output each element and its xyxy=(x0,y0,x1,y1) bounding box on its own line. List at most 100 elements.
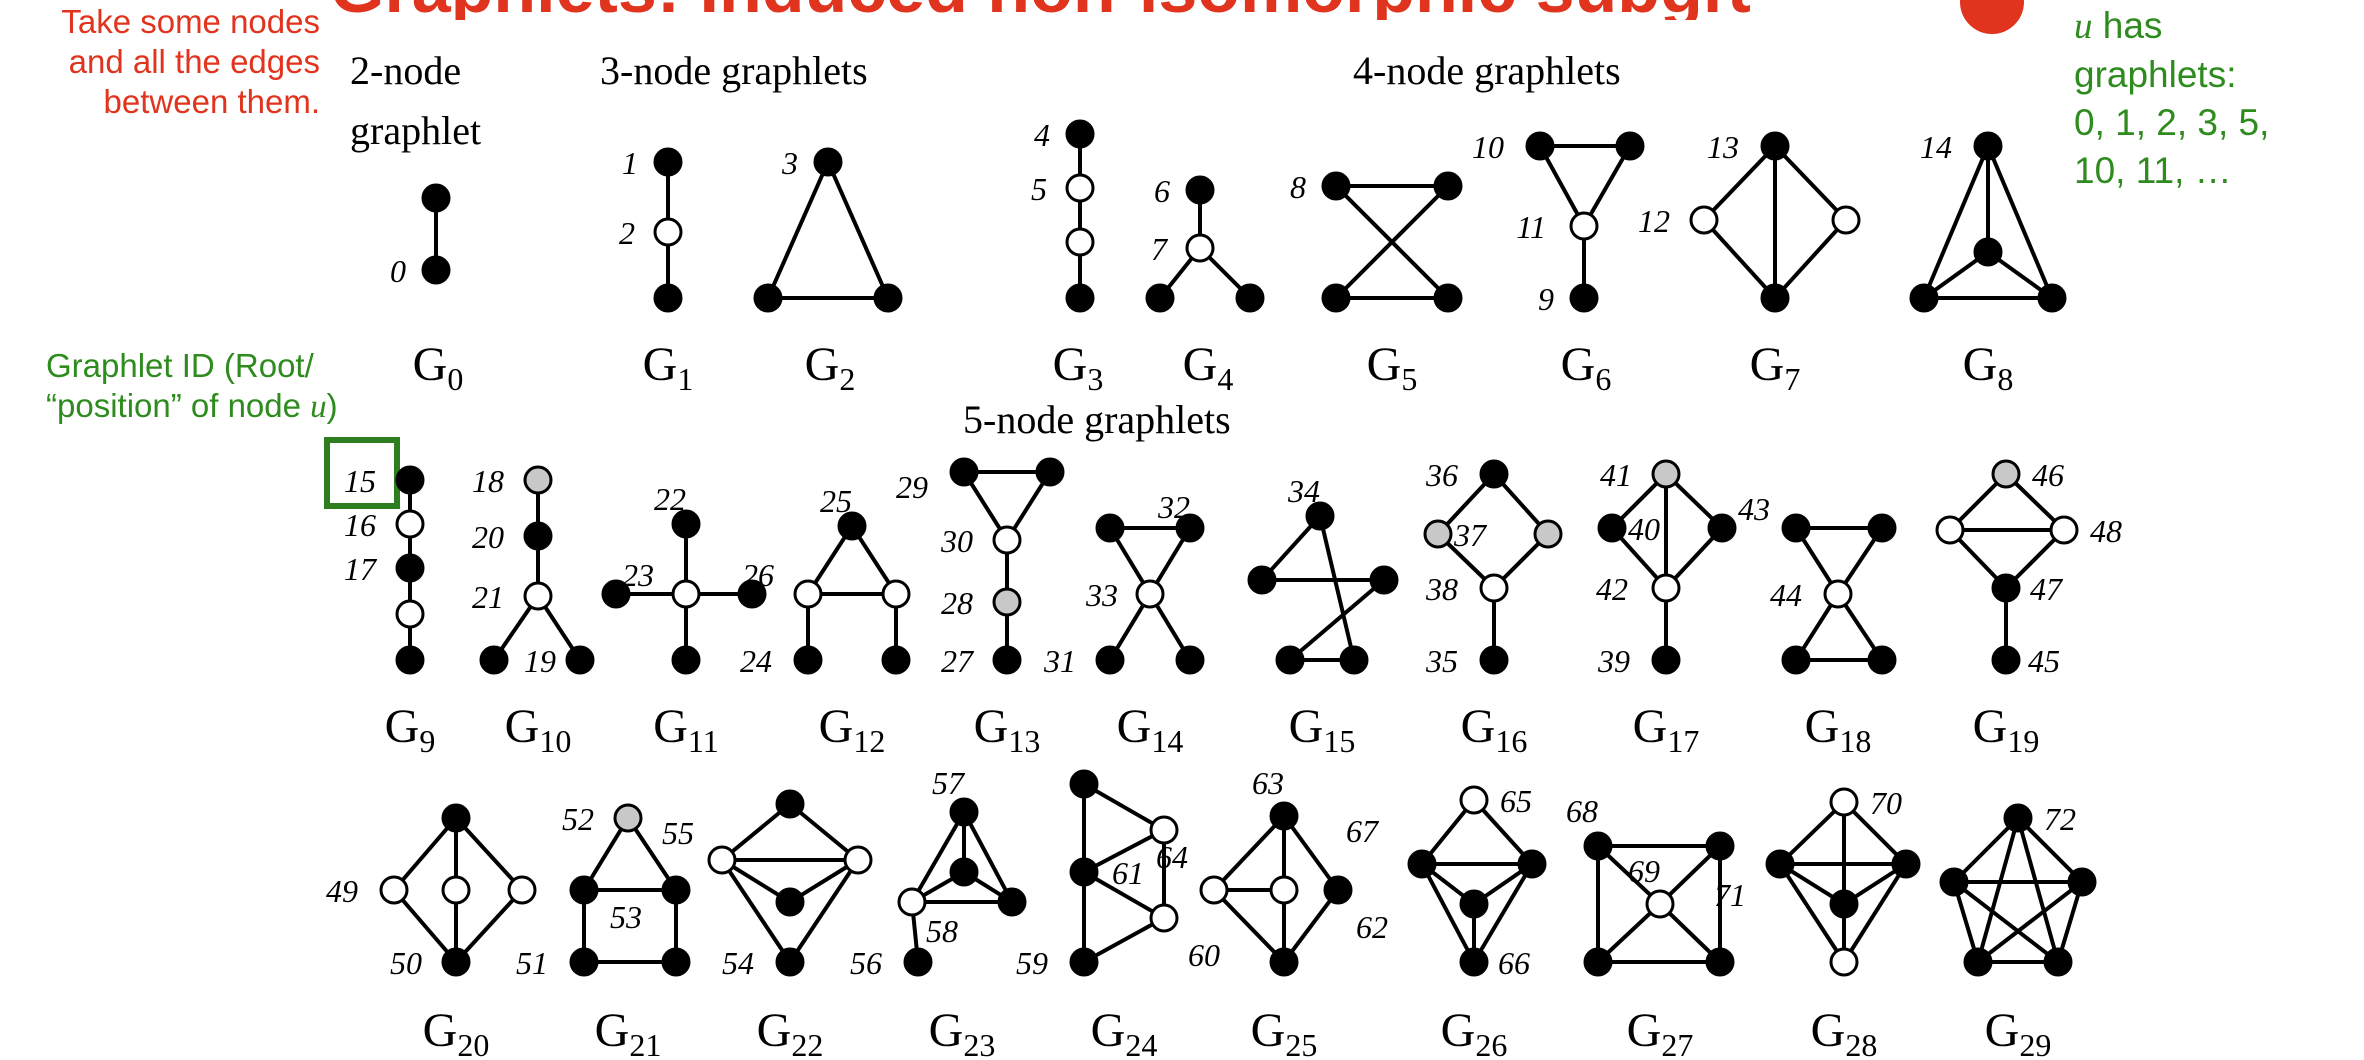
graphlet-caption: G9 xyxy=(385,700,436,759)
caption-letter: G xyxy=(1973,700,2008,753)
graphlet-node xyxy=(1963,947,1993,977)
node-id-label: 17 xyxy=(344,551,378,587)
graphlet-grid: 0G012G13G245G367G48G510119G61312G714G815… xyxy=(326,117,2122,1060)
graphlet-node xyxy=(569,875,599,905)
graphlet-node xyxy=(1651,459,1681,489)
caption-subscript: 10 xyxy=(539,723,571,759)
graphlet-node xyxy=(1065,119,1095,149)
node-id-label: 51 xyxy=(516,945,548,981)
node-id-label: 38 xyxy=(1425,571,1458,607)
graphlet-node xyxy=(395,465,425,495)
caption-letter: G xyxy=(423,1004,458,1057)
node-id-label: 12 xyxy=(1638,203,1670,239)
graphlet-node xyxy=(1533,519,1563,549)
graphlet-edge xyxy=(1083,782,1165,832)
graphlet-node xyxy=(1459,889,1489,919)
graphlet-node xyxy=(395,599,425,629)
graphlet-node xyxy=(421,183,451,213)
graphlet-node xyxy=(613,803,643,833)
graphlet-edge xyxy=(1083,870,1165,920)
caption-letter: G xyxy=(1561,338,1596,391)
graphlet-node xyxy=(1269,947,1299,977)
graphlet-node xyxy=(1065,283,1095,313)
node-id-label: 10 xyxy=(1472,129,1504,165)
header-2-node-line2: graphlet xyxy=(350,108,481,153)
graphlet-node xyxy=(837,511,867,541)
caption-subscript: 4 xyxy=(1217,361,1233,397)
section-headers: 2-node graphlet 3-node graphlets 4-node … xyxy=(350,48,1621,442)
node-id-label: 41 xyxy=(1600,457,1632,493)
note-line: Graphlet ID (Root/ xyxy=(46,347,314,384)
graphlet-caption: G27 xyxy=(1627,1004,1694,1060)
graphlet-node xyxy=(1991,573,2021,603)
node-id-label: 55 xyxy=(662,815,694,851)
node-id-label: 36 xyxy=(1425,457,1458,493)
graphlet-node xyxy=(881,645,911,675)
node-id-label: 48 xyxy=(2090,513,2122,549)
node-id-label: 70 xyxy=(1870,785,1902,821)
graphlet-node xyxy=(441,803,471,833)
graphlet-edge xyxy=(1976,880,2084,964)
graphlet-edge xyxy=(2016,817,2060,963)
node-id-label: 7 xyxy=(1151,231,1169,267)
graphlet-node xyxy=(1651,645,1681,675)
graphlet-node xyxy=(753,283,783,313)
graphlet-caption: G0 xyxy=(413,338,464,397)
graphlet-edge xyxy=(766,161,830,299)
node-id-label: 40 xyxy=(1628,511,1660,547)
graphlet-node xyxy=(1479,573,1509,603)
caption-subscript: 20 xyxy=(457,1027,489,1060)
node-id-label: 53 xyxy=(610,899,642,935)
graphlet-node xyxy=(1939,867,1969,897)
node-id-label: 37 xyxy=(1453,517,1488,553)
graphlet-edge xyxy=(826,161,890,299)
graphlet-edge xyxy=(1282,814,1340,892)
graphlet-node xyxy=(1175,513,1205,543)
graphlet-caption: G24 xyxy=(1091,1004,1158,1060)
node-id-label: 2 xyxy=(619,215,635,251)
graphlet-node xyxy=(1707,513,1737,543)
node-id-label: 54 xyxy=(722,945,754,981)
graphlet-node xyxy=(441,875,471,905)
caption-subscript: 26 xyxy=(1475,1027,1507,1060)
graphlet-caption: G14 xyxy=(1117,700,1184,759)
node-id-label: 67 xyxy=(1346,813,1380,849)
node-id-label: 4 xyxy=(1034,117,1050,153)
node-id-label: 26 xyxy=(742,557,774,593)
node-id-label: 39 xyxy=(1597,643,1630,679)
graphlet-node xyxy=(523,581,553,611)
graphlet-node xyxy=(793,645,823,675)
node-id-label: 35 xyxy=(1425,643,1458,679)
node-id-label: 14 xyxy=(1920,129,1952,165)
node-id-label: 15 xyxy=(344,463,376,499)
graphlet-node xyxy=(1323,875,1353,905)
graphlet-node xyxy=(1407,849,1437,879)
graphlet-node xyxy=(1705,947,1735,977)
node-id-label: 0 xyxy=(390,253,406,289)
graphlet-edge xyxy=(1778,862,1846,964)
graphlet-node xyxy=(1781,645,1811,675)
caption-letter: G xyxy=(1053,338,1088,391)
graphlet-caption: G19 xyxy=(1973,700,2040,759)
graphlet-node xyxy=(793,579,823,609)
node-id-label: 44 xyxy=(1770,577,1802,613)
graphlet-node xyxy=(1369,565,1399,595)
graphlet-node xyxy=(1185,233,1215,263)
graphlet-node xyxy=(421,255,451,285)
node-id-label: 66 xyxy=(1498,945,1530,981)
caption-subscript: 15 xyxy=(1323,723,1355,759)
graphlet-node xyxy=(775,887,805,917)
caption-letter: G xyxy=(595,1004,630,1057)
node-id-label: 68 xyxy=(1566,793,1598,829)
node-id-label: 46 xyxy=(2032,457,2064,493)
header-4-node: 4-node graphlets xyxy=(1353,48,1621,93)
caption-letter: G xyxy=(1117,700,1152,753)
graphlet-node xyxy=(2037,283,2067,313)
caption-subscript: 25 xyxy=(1285,1027,1317,1060)
node-id-label: 29 xyxy=(896,469,928,505)
